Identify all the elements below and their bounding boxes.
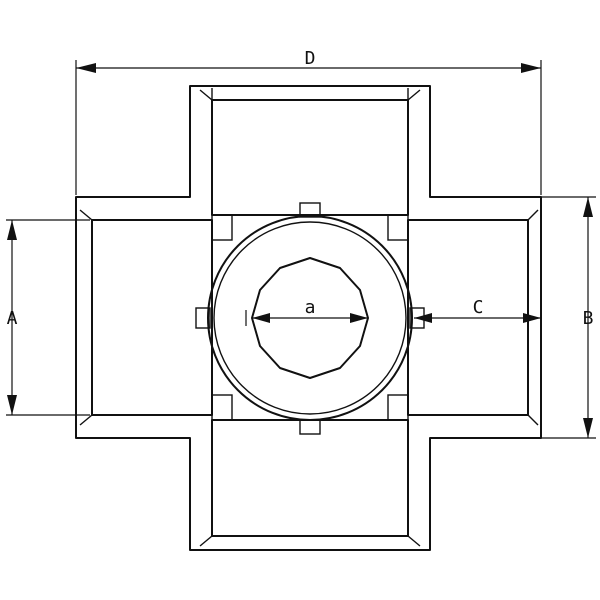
- dimension-d: D: [75, 48, 542, 195]
- dimension-a: A: [6, 219, 90, 416]
- label-b: B: [583, 308, 594, 329]
- hub-notches: [211, 214, 409, 421]
- bore-outline: [251, 257, 369, 379]
- dimension-bore: a: [245, 297, 368, 326]
- label-c: C: [473, 297, 484, 318]
- hub: [207, 215, 413, 421]
- cross-outline: [75, 85, 542, 551]
- label-bore: a: [305, 297, 316, 318]
- dimension-c: C: [414, 297, 541, 323]
- top-socket: [199, 88, 421, 216]
- label-d: D: [305, 48, 316, 69]
- left-socket: [79, 209, 213, 426]
- bottom-socket: [199, 419, 421, 547]
- dimension-b: B: [541, 196, 596, 439]
- right-socket: [407, 209, 539, 426]
- label-a: A: [7, 308, 18, 329]
